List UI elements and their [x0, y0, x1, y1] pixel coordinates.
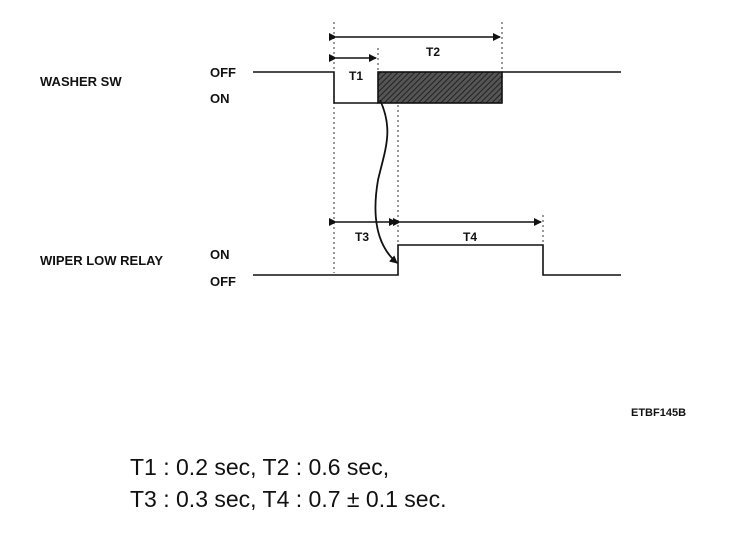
- guide-lines: [333, 22, 544, 273]
- t3-label: T3: [355, 230, 369, 244]
- spec-line-1: T1 : 0.2 sec, T2 : 0.6 sec,: [130, 454, 390, 480]
- trigger-arrow: [374, 99, 398, 264]
- wiper-low-relay-waveform: [253, 244, 621, 276]
- spec-line-2: T3 : 0.3 sec, T4 : 0.7 ± 0.1 sec.: [130, 486, 447, 512]
- t2-label: T2: [426, 45, 440, 59]
- t4-label: T4: [463, 230, 477, 244]
- wiper-low-relay-label: WIPER LOW RELAY: [40, 253, 163, 268]
- wiper-off-label: OFF: [210, 274, 236, 289]
- washer-sw-waveform: [253, 71, 621, 104]
- washer-on-hatched-region: [377, 71, 503, 104]
- washer-sw-label: WASHER SW: [40, 74, 122, 89]
- washer-on-label: ON: [210, 91, 230, 106]
- t1-label: T1: [349, 69, 363, 83]
- wiper-on-label: ON: [210, 247, 230, 262]
- washer-off-label: OFF: [210, 65, 236, 80]
- figure-id: ETBF145B: [631, 407, 686, 419]
